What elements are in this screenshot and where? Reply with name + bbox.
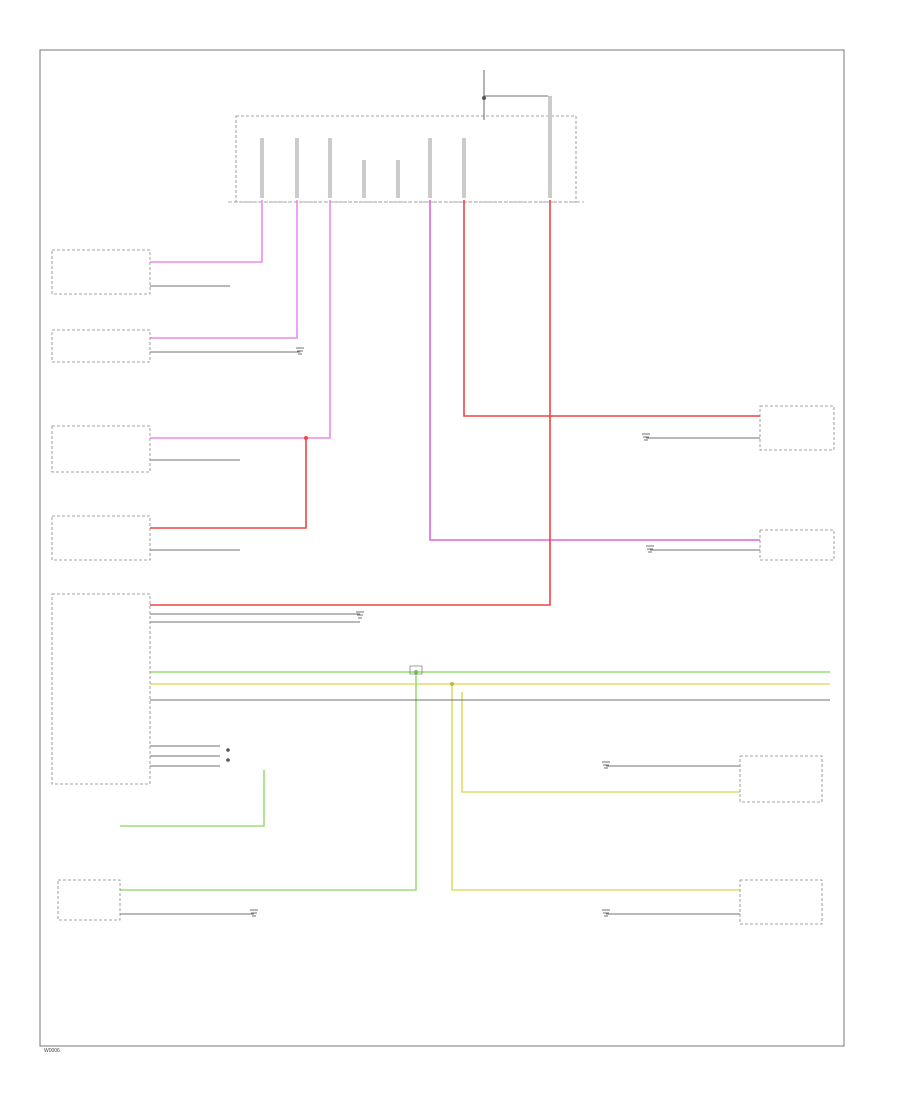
module-left-4 — [51, 515, 151, 561]
wire-green-3 — [120, 770, 265, 827]
terminal — [362, 160, 366, 198]
feed-line — [483, 70, 548, 120]
wire-red-3 — [150, 200, 551, 606]
ground-symbols — [250, 347, 654, 917]
splice-dot — [482, 96, 486, 100]
fuse-block-top — [228, 70, 584, 203]
splice-dot — [226, 758, 230, 762]
terminal — [328, 138, 332, 198]
wire-pink-3 — [150, 200, 331, 439]
wire-yellow-3 — [461, 692, 740, 793]
footer-code: W0006 — [44, 1048, 60, 1054]
module-right-2 — [759, 529, 835, 561]
module-left-3 — [51, 425, 151, 473]
module-left-main — [51, 593, 151, 785]
module-left-2 — [51, 329, 151, 363]
wire-magenta-1 — [429, 200, 760, 541]
ground-icon — [646, 545, 654, 553]
wire-red-1 — [150, 438, 307, 529]
terminal — [462, 138, 466, 198]
module-right-1 — [759, 405, 835, 451]
terminal — [396, 160, 400, 198]
ground-icon — [296, 347, 304, 355]
terminal — [548, 96, 552, 198]
fuse-terminals — [260, 96, 552, 198]
junction-box — [409, 665, 423, 675]
left-modules — [51, 249, 151, 921]
wire-red-2 — [463, 200, 760, 417]
terminal — [428, 138, 432, 198]
diagram-frame — [39, 49, 845, 1047]
fuse-block-outline — [235, 115, 577, 203]
splice-dot — [304, 436, 308, 440]
splice-dot — [226, 748, 230, 752]
wire-black-13 — [150, 745, 220, 767]
wire-pink-1 — [150, 200, 263, 263]
wire-pink-2 — [150, 200, 298, 339]
ground-icon — [602, 761, 610, 769]
splice-dot — [414, 670, 418, 674]
module-left-1 — [51, 249, 151, 295]
ground-icon — [356, 611, 364, 619]
terminal — [260, 138, 264, 198]
module-right-4 — [739, 879, 823, 925]
terminal — [295, 138, 299, 198]
module-right-3 — [739, 755, 823, 803]
wire-yellow-2 — [451, 684, 740, 891]
wire-green-2 — [120, 672, 417, 891]
wires — [120, 200, 830, 915]
ground-icon — [602, 909, 610, 917]
module-left-bottom — [57, 879, 121, 921]
ground-icon — [250, 909, 258, 917]
ground-icon — [642, 433, 650, 441]
splice-dot — [450, 682, 454, 686]
splice-points — [226, 436, 454, 762]
right-modules — [739, 405, 835, 925]
